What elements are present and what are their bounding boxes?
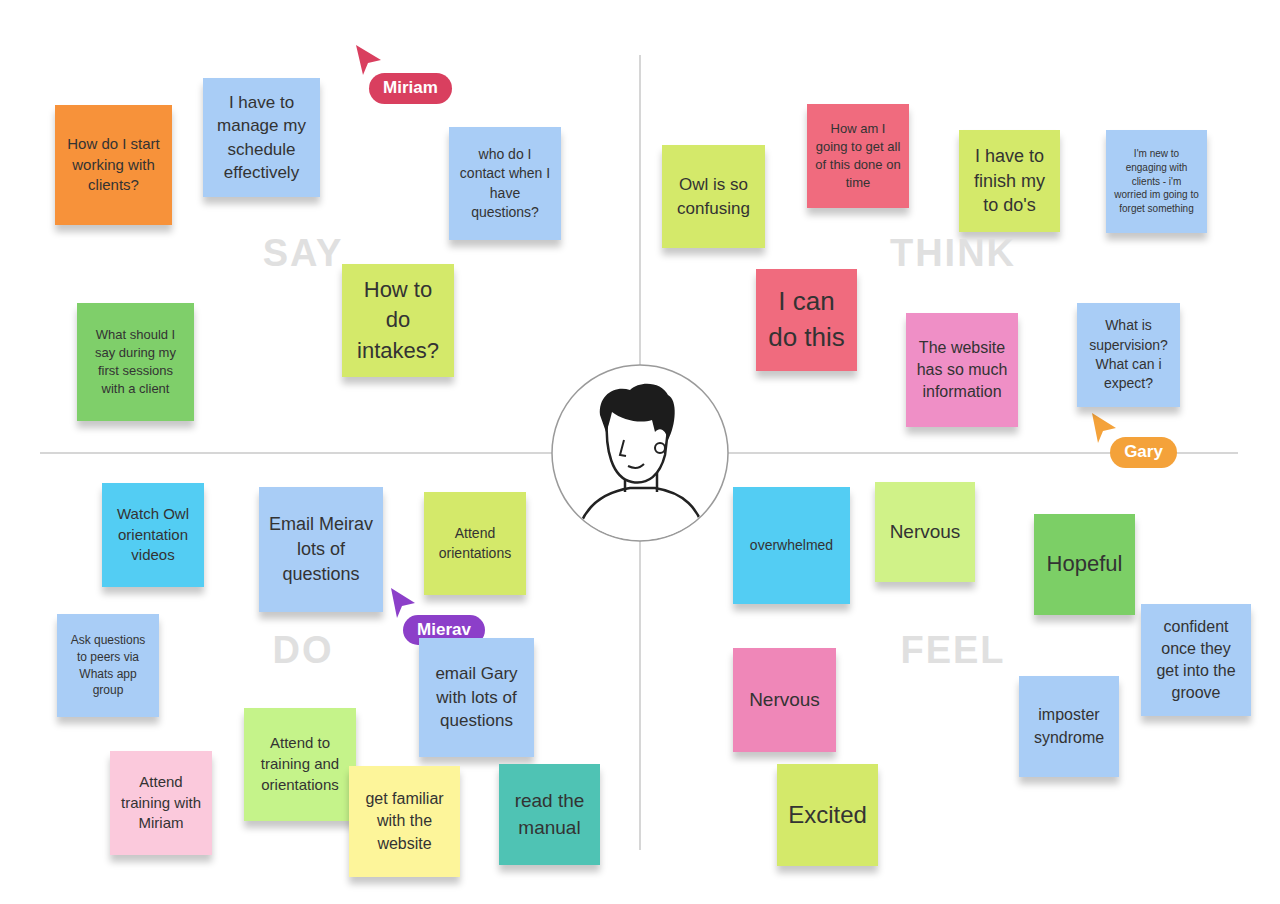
note-text: Nervous	[749, 687, 820, 713]
note-text: imposter syndrome	[1027, 704, 1111, 748]
sticky-note: How do I start working with clients?	[55, 105, 172, 225]
cursor-pointer	[391, 588, 415, 618]
sticky-note: How to do intakes?	[342, 264, 454, 377]
note-text: Attend training with Miriam	[118, 772, 204, 834]
note-text: I have to manage my schedule effectively	[211, 91, 312, 185]
avatar	[552, 365, 728, 545]
note-text: How am I going to get all of this done o…	[815, 120, 901, 192]
note-text: I can do this	[764, 284, 849, 356]
note-text: Watch Owl orientation videos	[110, 504, 196, 566]
sticky-note: I have to finish my to do's	[959, 130, 1060, 232]
note-text: Email Meirav lots of questions	[267, 512, 375, 586]
sticky-note: imposter syndrome	[1019, 676, 1119, 777]
sticky-note: email Gary with lots of questions	[419, 638, 534, 757]
sticky-note: get familiar with the website	[349, 766, 460, 877]
note-text: overwhelmed	[750, 536, 833, 555]
sticky-note: Nervous	[733, 648, 836, 752]
quadrant-label: THINK	[890, 232, 1016, 275]
sticky-note: The website has so much information	[906, 313, 1018, 427]
sticky-note: How am I going to get all of this done o…	[807, 104, 909, 208]
sticky-note: Excited	[777, 764, 878, 866]
quadrant-label: DO	[273, 629, 334, 672]
sticky-note: What should I say during my first sessio…	[77, 303, 194, 421]
sticky-note: Attend to training and orientations	[244, 708, 356, 821]
collaborator-name: Miriam	[383, 78, 438, 98]
sticky-note: Hopeful	[1034, 514, 1135, 615]
cursor-pointer	[1092, 413, 1116, 443]
cursor-pointer	[356, 45, 381, 75]
sticky-note: read the manual	[499, 764, 600, 865]
quadrant-label: FEEL	[900, 629, 1005, 672]
note-text: Excited	[788, 798, 867, 831]
note-text: The website has so much information	[914, 337, 1010, 403]
note-text: How to do intakes?	[350, 275, 446, 366]
note-text: Attend to training and orientations	[252, 733, 348, 795]
collaborator-name: Gary	[1124, 442, 1163, 462]
sticky-note: I can do this	[756, 269, 857, 371]
sticky-note: Watch Owl orientation videos	[102, 483, 204, 587]
note-text: read the manual	[507, 788, 592, 840]
note-text: I have to finish my to do's	[967, 144, 1052, 218]
cursor-name-tag: Gary	[1110, 437, 1177, 468]
sticky-note: Nervous	[875, 482, 975, 582]
note-text: confident once they get into the groove	[1149, 616, 1243, 704]
sticky-note: Owl is so confusing	[662, 145, 765, 248]
sticky-note: overwhelmed	[733, 487, 850, 604]
cursor-name-tag: Miriam	[369, 73, 452, 104]
quadrant-label: SAY	[263, 232, 344, 275]
note-text: I'm new to engaging with clients - i'm w…	[1114, 147, 1199, 216]
note-text: email Gary with lots of questions	[427, 662, 526, 732]
note-text: How do I start working with clients?	[63, 134, 164, 196]
note-text: What is supervision? What can i expect?	[1085, 316, 1172, 393]
note-text: Ask questions to peers via Whats app gro…	[65, 632, 151, 698]
sticky-note: I'm new to engaging with clients - i'm w…	[1106, 130, 1207, 233]
sticky-note: Ask questions to peers via Whats app gro…	[57, 614, 159, 717]
sticky-note: What is supervision? What can i expect?	[1077, 303, 1180, 407]
sticky-note: Attend training with Miriam	[110, 751, 212, 855]
note-text: who do I contact when I have questions?	[457, 145, 553, 222]
sticky-note: Email Meirav lots of questions	[259, 487, 383, 612]
sticky-note: Attend orientations	[424, 492, 526, 595]
note-text: get familiar with the website	[357, 788, 452, 854]
note-text: Hopeful	[1047, 549, 1123, 579]
note-text: What should I say during my first sessio…	[85, 326, 186, 398]
sticky-note: confident once they get into the groove	[1141, 604, 1251, 716]
note-text: Owl is so confusing	[670, 173, 757, 220]
note-text: Attend orientations	[432, 524, 518, 563]
sticky-note: who do I contact when I have questions?	[449, 127, 561, 240]
sticky-note: I have to manage my schedule effectively	[203, 78, 320, 197]
note-text: Nervous	[890, 519, 961, 545]
